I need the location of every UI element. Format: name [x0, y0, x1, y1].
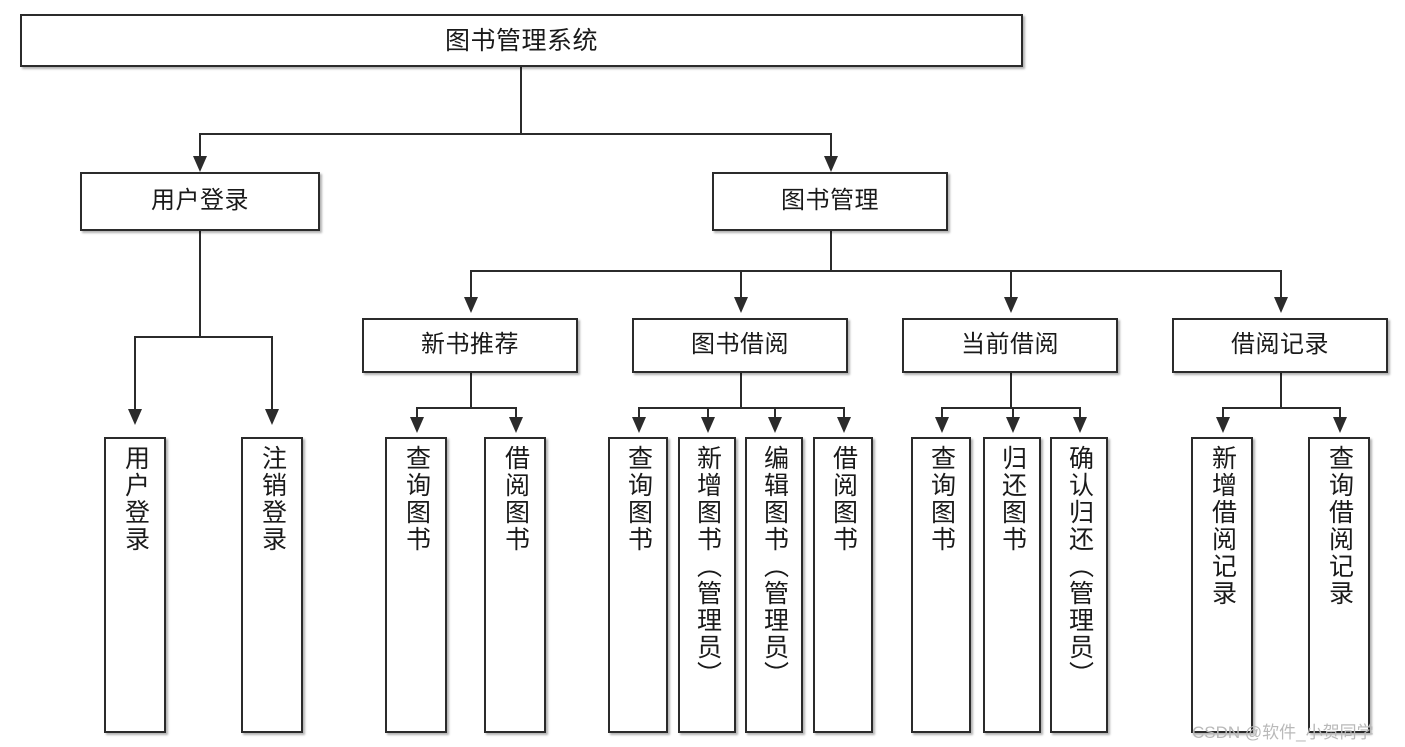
node-label: 新书推荐 [421, 331, 519, 359]
connector-book-mgmt-stem [830, 231, 832, 272]
connector-borrow-to-leaf-4 [843, 407, 845, 419]
node-label: 借阅图书 [829, 445, 858, 553]
connector-new-book-to-leaf-1 [416, 407, 418, 419]
node-current-borrowing[interactable]: 当前借阅 [902, 318, 1118, 373]
leaf-add-borrow-record[interactable]: 新增借阅记录 [1191, 437, 1253, 733]
node-label: 查询借阅记录 [1325, 445, 1354, 607]
leaf-query-book-borrow[interactable]: 查询图书 [608, 437, 668, 733]
arrow-book-mgmt-to-new-book [464, 297, 478, 313]
leaf-borrow-book-newbook[interactable]: 借阅图书 [484, 437, 546, 733]
connector-book-mgmt-to-records [1280, 270, 1282, 300]
node-borrowing-records[interactable]: 借阅记录 [1172, 318, 1388, 373]
arrow-current-to-leaf-1 [935, 417, 949, 433]
connector-borrow-to-leaf-1 [638, 407, 640, 419]
node-label: 用户登录 [151, 187, 249, 215]
arrow-current-to-leaf-2 [1006, 417, 1020, 433]
node-label: 借阅图书 [501, 445, 530, 553]
arrow-new-book-to-leaf-1 [410, 417, 424, 433]
arrow-book-mgmt-to-current [1004, 297, 1018, 313]
connector-new-book-stem [470, 373, 472, 409]
leaf-query-book-newbook[interactable]: 查询图书 [385, 437, 447, 733]
node-user-login[interactable]: 用户登录 [80, 172, 320, 231]
connector-records-to-leaf-1 [1222, 407, 1224, 419]
arrow-borrow-to-leaf-3 [768, 417, 782, 433]
arrow-records-to-leaf-1 [1216, 417, 1230, 433]
node-label: 新增图书（管理员） [693, 445, 722, 688]
connector-current-to-leaf-1 [941, 407, 943, 419]
connector-current-to-leaf-2 [1012, 407, 1014, 419]
connector-book-mgmt-to-borrow [740, 270, 742, 300]
arrow-user-login-to-leaf-2 [265, 409, 279, 425]
connector-root-bus [199, 133, 832, 135]
connector-user-login-to-leaf-2 [271, 336, 273, 412]
node-book-management[interactable]: 图书管理 [712, 172, 948, 231]
connector-new-book-to-leaf-2 [515, 407, 517, 419]
arrow-new-book-to-leaf-2 [509, 417, 523, 433]
leaf-query-borrow-record[interactable]: 查询借阅记录 [1308, 437, 1370, 733]
node-new-book-recommendation[interactable]: 新书推荐 [362, 318, 578, 373]
arrow-root-to-book-mgmt [824, 156, 838, 172]
node-label: 图书管理系统 [444, 26, 598, 55]
connector-book-mgmt-to-current [1010, 270, 1012, 300]
connector-current-stem [1010, 373, 1012, 409]
leaf-add-book-admin[interactable]: 新增图书（管理员） [678, 437, 736, 733]
node-root-system[interactable]: 图书管理系统 [20, 14, 1023, 67]
arrow-borrow-to-leaf-2 [701, 417, 715, 433]
arrow-book-mgmt-to-records [1274, 297, 1288, 313]
node-label: 编辑图书（管理员） [760, 445, 789, 688]
node-label: 确认归还（管理员） [1065, 445, 1094, 688]
connector-records-stem [1280, 373, 1282, 409]
leaf-borrow-book[interactable]: 借阅图书 [813, 437, 873, 733]
node-label: 归还图书 [998, 445, 1027, 553]
connector-borrow-stem [740, 373, 742, 409]
connector-records-to-leaf-2 [1339, 407, 1341, 419]
connector-root-to-user-login [199, 133, 201, 159]
connector-borrow-to-leaf-3 [774, 407, 776, 419]
connector-current-to-leaf-3 [1079, 407, 1081, 419]
node-label: 注销登录 [258, 445, 287, 553]
arrow-user-login-to-leaf-1 [128, 409, 142, 425]
connector-new-book-bus [416, 407, 516, 409]
leaf-confirm-return-admin[interactable]: 确认归还（管理员） [1050, 437, 1108, 733]
connector-root-to-book-mgmt [830, 133, 832, 159]
connector-borrow-to-leaf-2 [707, 407, 709, 419]
leaf-edit-book-admin[interactable]: 编辑图书（管理员） [745, 437, 803, 733]
arrow-root-to-user-login [193, 156, 207, 172]
node-label: 图书管理 [781, 187, 879, 215]
node-label: 查询图书 [927, 445, 956, 553]
leaf-user-login[interactable]: 用户登录 [104, 437, 166, 733]
arrow-book-mgmt-to-borrow [734, 297, 748, 313]
node-label: 用户登录 [121, 445, 150, 553]
node-label: 图书借阅 [691, 331, 789, 359]
node-label: 查询图书 [624, 445, 653, 553]
leaf-logout[interactable]: 注销登录 [241, 437, 303, 733]
node-label: 借阅记录 [1231, 331, 1329, 359]
connector-user-login-to-leaf-1 [134, 336, 136, 412]
node-label: 当前借阅 [961, 331, 1059, 359]
arrow-current-to-leaf-3 [1073, 417, 1087, 433]
arrow-borrow-to-leaf-4 [837, 417, 851, 433]
connector-borrow-bus [638, 407, 844, 409]
csdn-watermark: CSDN @软件_小贺同学 [1192, 723, 1374, 742]
arrow-records-to-leaf-2 [1333, 417, 1347, 433]
leaf-return-book[interactable]: 归还图书 [983, 437, 1041, 733]
connector-records-bus [1222, 407, 1340, 409]
connector-user-login-stem [199, 231, 201, 337]
node-label: 新增借阅记录 [1208, 445, 1237, 607]
connector-user-login-bus [134, 336, 272, 338]
node-book-borrowing[interactable]: 图书借阅 [632, 318, 848, 373]
connector-root-stem [520, 67, 522, 135]
node-label: 查询图书 [402, 445, 431, 553]
arrow-borrow-to-leaf-1 [632, 417, 646, 433]
leaf-query-book-current[interactable]: 查询图书 [911, 437, 971, 733]
connector-current-bus [941, 407, 1079, 409]
connector-book-mgmt-to-new-book [470, 270, 472, 300]
connector-book-mgmt-bus [470, 270, 1280, 272]
